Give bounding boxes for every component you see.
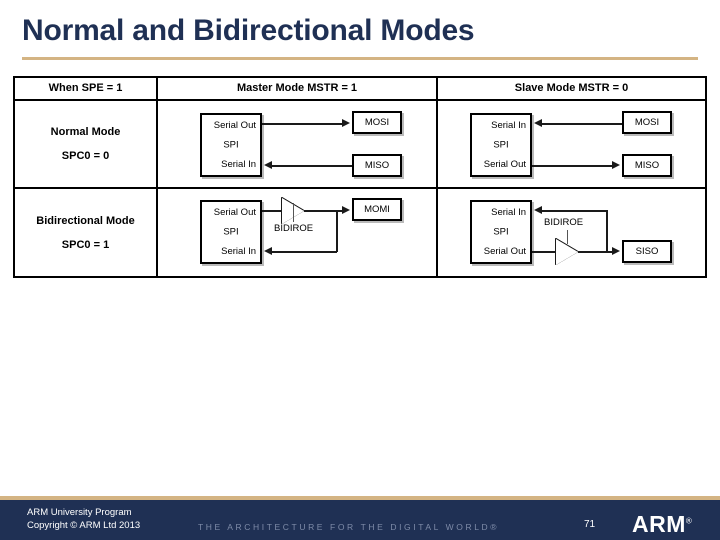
wire-serial-out-to-buffer <box>262 210 282 212</box>
mode-name: Bidirectional Mode <box>36 214 135 227</box>
wire-serial-out-to-buffer <box>532 251 556 253</box>
row-label-normal-mode: Normal Mode SPC0 = 0 <box>15 101 156 187</box>
wire-buffer-to-siso <box>578 251 614 253</box>
footer-copyright: Copyright © ARM Ltd 2013 <box>27 520 141 531</box>
mode-setting: SPC0 = 1 <box>61 238 110 251</box>
wire-serial-out-to-mosi <box>262 123 344 125</box>
wire-feedback-to-serial-in <box>272 251 337 253</box>
port-label-bottom: Serial In <box>221 246 256 257</box>
header-cell-slave-mode: Slave Mode MSTR = 0 <box>436 78 705 99</box>
buffer-enable-stem <box>567 230 569 244</box>
footer-tagline-mark: ® <box>490 522 500 532</box>
mode-setting: SPC0 = 0 <box>61 150 110 162</box>
arrow-right-icon <box>612 160 620 169</box>
wire-buffer-to-momi <box>304 210 344 212</box>
arm-logo-registered-mark: ® <box>685 516 693 526</box>
wire-feedback-vertical <box>606 210 608 252</box>
spi-block: Serial Out SPI Serial In <box>200 113 262 177</box>
wire-feedback-to-serial-in <box>542 210 607 212</box>
pin-box-siso: SISO <box>622 240 672 263</box>
arrow-right-icon <box>612 246 620 255</box>
block-label: SPI <box>493 139 509 151</box>
buffer-enable-stem <box>293 203 295 222</box>
port-label-top: Serial Out <box>213 207 256 218</box>
diagram-master-bidirectional: Serial Out SPI Serial In BIDIROE MOMI <box>156 189 436 276</box>
table-row: Bidirectional Mode SPC0 = 1 Serial Out S… <box>15 189 705 276</box>
footer-credit: ARM University Program Copyright © ARM L… <box>27 506 140 532</box>
wire-mosi-to-serial-in <box>542 123 622 125</box>
arm-logo-text: ARM <box>632 511 686 537</box>
column-divider <box>156 189 158 276</box>
header-cell-master-mode: Master Mode MSTR = 1 <box>156 78 436 99</box>
port-label-bottom: Serial In <box>221 159 256 170</box>
pin-box-miso: MISO <box>622 154 672 177</box>
port-label-bottom: Serial Out <box>483 159 526 170</box>
buffer-enable-label: BIDIROE <box>544 217 584 228</box>
port-label-top: Serial Out <box>213 120 256 131</box>
wire-miso-to-serial-in <box>272 165 352 167</box>
wire-serial-out-to-miso <box>532 165 614 167</box>
port-label-top: Serial In <box>491 120 526 131</box>
pin-box-mosi: MOSI <box>622 111 672 134</box>
pin-box-miso: MISO <box>352 154 402 177</box>
block-label: SPI <box>493 226 509 238</box>
column-divider <box>156 101 158 187</box>
spi-block: Serial In SPI Serial Out <box>470 113 532 177</box>
slide-footer: ARM University Program Copyright © ARM L… <box>0 496 720 540</box>
mode-name: Normal Mode <box>50 126 121 138</box>
table-row: Normal Mode SPC0 = 0 Serial Out SPI Seri… <box>15 101 705 189</box>
diagram-master-normal: Serial Out SPI Serial In MOSI MISO <box>156 101 436 187</box>
block-label: SPI <box>223 139 239 151</box>
page-number: 71 <box>584 519 596 530</box>
pin-box-momi: MOMI <box>352 198 402 221</box>
footer-tagline-text: THE ARCHITECTURE FOR THE DIGITAL WORLD <box>198 522 491 532</box>
arrow-right-icon <box>342 118 350 127</box>
arrow-left-icon <box>534 205 542 214</box>
wire-feedback-vertical <box>336 210 338 252</box>
title-divider-rule <box>22 57 698 60</box>
diagram-slave-bidirectional: Serial In SPI Serial Out BIDIROE SISO <box>436 189 705 276</box>
page-title: Normal and Bidirectional Modes <box>22 14 475 47</box>
footer-program: ARM University Program <box>27 507 132 518</box>
header-cell-condition: When SPE = 1 <box>48 82 123 94</box>
spi-block: Serial Out SPI Serial In <box>200 200 262 264</box>
port-label-bottom: Serial Out <box>483 246 526 257</box>
block-label: SPI <box>223 226 239 238</box>
spi-modes-table: When SPE = 1 Master Mode MSTR = 1 Slave … <box>13 76 707 278</box>
tri-state-buffer-icon <box>556 238 578 265</box>
spi-block: Serial In SPI Serial Out <box>470 200 532 264</box>
column-divider <box>436 189 438 276</box>
arrow-right-icon <box>342 205 350 214</box>
column-divider <box>436 101 438 187</box>
diagram-slave-normal: Serial In SPI Serial Out MOSI MISO <box>436 101 705 187</box>
arrow-left-icon <box>264 247 272 255</box>
row-label-bidirectional-mode: Bidirectional Mode SPC0 = 1 <box>15 189 156 276</box>
pin-box-mosi: MOSI <box>352 111 402 134</box>
table-header-row: When SPE = 1 Master Mode MSTR = 1 Slave … <box>15 78 705 101</box>
arrow-left-icon <box>264 160 272 169</box>
arrow-left-icon <box>534 118 542 127</box>
footer-tagline: THE ARCHITECTURE FOR THE DIGITAL WORLD® <box>198 522 499 532</box>
port-label-top: Serial In <box>491 207 526 218</box>
arm-logo: ARM® <box>632 511 692 538</box>
buffer-enable-label: BIDIROE <box>274 223 314 234</box>
